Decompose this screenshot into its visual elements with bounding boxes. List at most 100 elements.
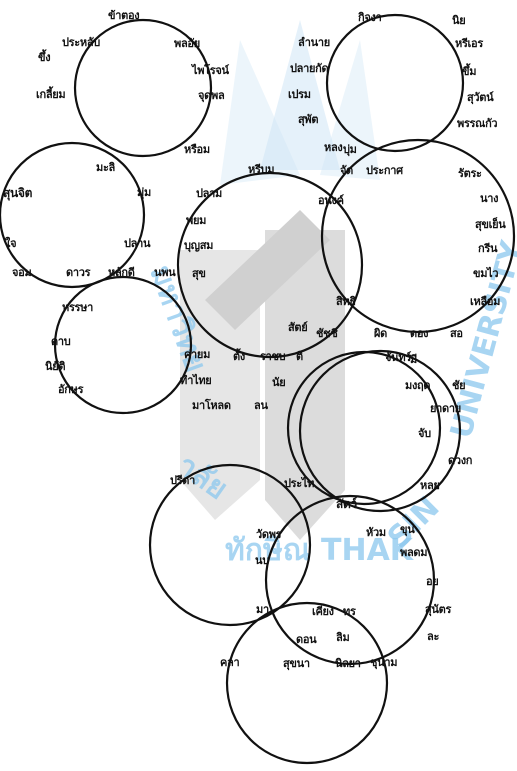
circle-6	[53, 275, 193, 415]
word-label: ผิด	[374, 327, 387, 340]
seal-center-emblem	[180, 210, 345, 540]
word-label: ยาดาย	[430, 402, 461, 415]
word-label: ชัย	[452, 379, 466, 392]
word-label: จุดพล	[198, 89, 225, 102]
word-label: ละ	[427, 630, 440, 643]
word-label: มา	[256, 603, 269, 616]
word-label: มี	[410, 353, 417, 366]
word-label: หรีบม	[248, 163, 275, 176]
word-label: ดาวร	[66, 266, 91, 279]
word-label: หรรษา	[62, 301, 93, 314]
word-label: ขมไว	[473, 267, 499, 280]
word-label: สัตย์	[288, 321, 308, 334]
word-label: จอม	[12, 266, 32, 279]
word-label: ดอน	[296, 633, 317, 646]
svg-text:ทักษิณ THAK: ทักษิณ THAK	[225, 533, 415, 568]
word-label: พลอัย	[174, 37, 200, 50]
word-label: ประหลับ	[62, 36, 100, 49]
word-label: ข้าตอง	[108, 9, 140, 22]
word-label: ทร	[343, 605, 356, 618]
word-label: นพน	[154, 266, 176, 279]
word-label: ดอง	[410, 327, 429, 340]
circle-2	[325, 13, 465, 153]
word-label: นิยัติ	[45, 360, 66, 373]
word-label: สุวัตน์	[467, 91, 494, 104]
word-label: อนงค์	[318, 194, 344, 207]
word-label: ปลาน	[124, 237, 151, 250]
circle-10	[264, 494, 436, 666]
word-label: หลง	[324, 141, 343, 154]
word-label: ดาบ	[51, 335, 71, 348]
word-label: สุข	[192, 267, 206, 280]
word-label: คลา	[220, 656, 240, 669]
word-label: ปลาม	[196, 187, 222, 200]
word-label: ขึ้ม	[462, 65, 477, 78]
word-label: สุนัตร	[425, 603, 452, 616]
word-label: ลิม	[336, 631, 350, 644]
word-label: รัตระ	[458, 167, 482, 180]
word-label: ประกาศ	[366, 164, 403, 177]
word-label: สุขเย็น	[475, 218, 506, 231]
word-label: ราชบ	[260, 350, 286, 363]
word-label: สุขนา	[283, 657, 310, 670]
circle-3	[0, 141, 146, 289]
word-label: กิจงา	[358, 11, 382, 24]
word-label: ลำนาย	[298, 36, 330, 49]
word-label: นัย	[272, 376, 286, 389]
word-label: ประไท	[284, 477, 315, 490]
circle-8	[298, 349, 462, 513]
word-label: นบ	[255, 554, 269, 567]
word-label: สุพัต	[298, 113, 319, 126]
word-label: สิทธิ	[336, 295, 356, 308]
word-label: บุญสม	[184, 239, 214, 252]
word-label: มาโหลด	[192, 399, 231, 412]
word-label: หลย	[420, 479, 440, 492]
word-label: ค่ายม	[184, 348, 211, 361]
word-label: จัด	[340, 164, 353, 177]
word-label: สัตว์	[336, 497, 357, 511]
word-label: ชัชชี	[316, 327, 338, 340]
word-label: เหลือม	[470, 295, 501, 308]
circle-5	[320, 138, 516, 334]
word-label: นิย	[452, 14, 466, 27]
word-label: ปรีดา	[170, 474, 196, 487]
word-label: พรรณกัว	[457, 117, 498, 130]
word-label: พลดม	[400, 546, 428, 559]
word-label: ปลายกัด	[290, 62, 329, 75]
circle-9	[148, 463, 312, 627]
word-label: เปรม	[288, 88, 311, 101]
word-label: อย	[426, 575, 439, 588]
word-label: ชุนาม	[370, 656, 398, 669]
word-label: ขุน	[400, 523, 415, 536]
word-label: พยม	[186, 214, 207, 227]
word-label: มงฤด	[405, 379, 431, 392]
word-label: ลน	[254, 399, 268, 412]
word-label: หรือม	[184, 143, 210, 156]
word-label: จันทร์	[385, 351, 411, 364]
word-label: เคียง	[312, 605, 334, 618]
word-label: นิลยา	[335, 657, 361, 670]
word-label: บุ่ม	[343, 143, 357, 156]
word-label: ติ	[296, 350, 303, 363]
word-label: อักษร	[58, 383, 84, 396]
word-label: หัวม	[366, 526, 386, 539]
word-label: สอ	[450, 327, 463, 340]
word-label: ขึ้ง	[38, 51, 51, 64]
word-label: หรีเอร	[455, 37, 483, 50]
word-label: จับ	[418, 427, 431, 440]
word-label: วัดพร	[256, 528, 282, 541]
word-label: กรีน	[478, 242, 498, 255]
word-label: ตั้ง	[233, 350, 245, 363]
circle-1	[73, 18, 213, 158]
word-label: หลักดี	[108, 266, 135, 279]
word-label: สุนจิต	[3, 186, 33, 200]
word-label: นาง	[480, 192, 499, 205]
word-label: ดวงก	[448, 454, 473, 467]
circle-4	[176, 171, 364, 359]
circle-11	[225, 601, 389, 765]
word-label: มะลิ	[96, 161, 115, 174]
word-label: ใจ	[5, 237, 17, 250]
